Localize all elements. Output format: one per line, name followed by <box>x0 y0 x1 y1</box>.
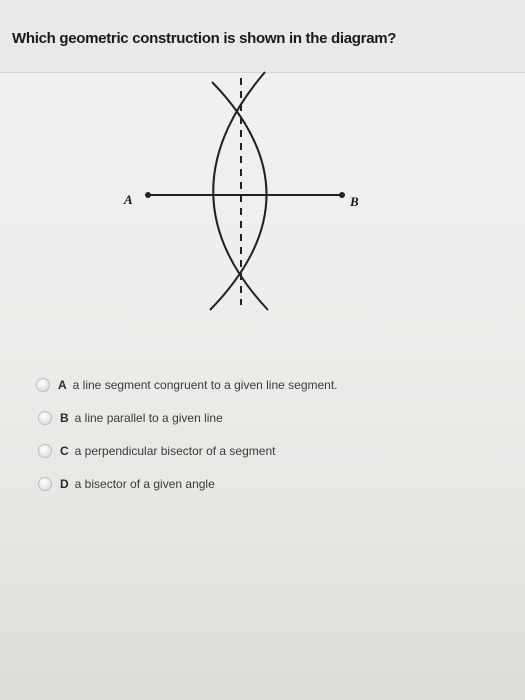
option-text: a bisector of a given angle <box>74 477 215 491</box>
answer-options: A a line segment congruent to a given li… <box>36 374 496 506</box>
question-header: Which geometric construction is shown in… <box>0 0 525 73</box>
construction-svg <box>145 71 345 311</box>
option-text: a line parallel to a given line <box>74 411 223 425</box>
option-letter: C <box>60 444 69 458</box>
option-letter: B <box>60 411 69 425</box>
construction-diagram: A B <box>0 60 525 330</box>
option-text: a perpendicular bisector of a segment <box>74 444 276 458</box>
radio-button[interactable] <box>38 477 52 491</box>
point-a <box>145 192 151 198</box>
option-text: a line segment congruent to a given line… <box>72 378 338 392</box>
option-b[interactable]: B a line parallel to a given line <box>38 407 496 429</box>
radio-button[interactable] <box>38 444 52 458</box>
point-b <box>339 192 345 198</box>
option-a[interactable]: A a line segment congruent to a given li… <box>36 374 496 396</box>
radio-button[interactable] <box>38 411 52 425</box>
option-c[interactable]: C a perpendicular bisector of a segment <box>38 440 496 462</box>
point-a-label: A <box>124 192 133 207</box>
radio-button[interactable] <box>36 378 50 392</box>
arc-right <box>209 81 268 311</box>
arc-left <box>212 71 269 311</box>
point-b-label: B <box>350 194 359 209</box>
question-title: Which geometric construction is shown in… <box>12 30 397 47</box>
option-d[interactable]: D a bisector of a given angle <box>38 473 496 495</box>
option-letter: D <box>60 477 69 491</box>
option-letter: A <box>58 378 67 392</box>
